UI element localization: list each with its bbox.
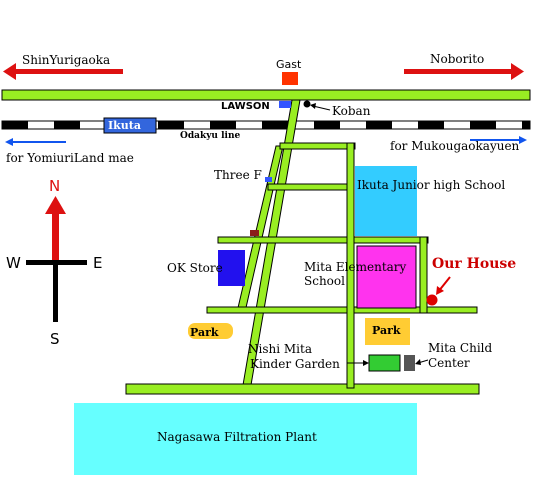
kinder-label-2: Kinder Garden — [250, 357, 340, 371]
elementary-building — [356, 245, 417, 309]
railway-label: Odakyu line — [180, 131, 241, 141]
road-h-4 — [206, 306, 478, 314]
park-west-label: Park — [190, 326, 219, 339]
filtration-label: Nagasawa Filtration Plant — [157, 430, 317, 444]
park-east — [365, 318, 410, 345]
child-center-label-1: Mita Child — [428, 341, 493, 355]
junior-high-label: Ikuta Junior high School — [357, 178, 506, 192]
lawson-building — [279, 101, 291, 108]
lawson-label: LAWSON — [221, 101, 270, 112]
filtration-plant-area — [74, 403, 417, 475]
koban-pointer-icon — [310, 103, 331, 111]
elementary-label-2: School — [304, 274, 345, 288]
west-line-label: for YomiuriLand mae — [6, 151, 134, 165]
our-house-label: Our House — [432, 256, 517, 272]
park-east-label: Park — [372, 324, 401, 337]
gast-label: Gast — [276, 58, 302, 71]
road-h-5 — [125, 383, 480, 395]
koban-label: Koban — [332, 104, 371, 118]
koban-marker — [303, 100, 311, 108]
road-v-2 — [419, 236, 428, 314]
east-arrow-icon — [404, 63, 524, 80]
compass-rose-icon — [26, 196, 87, 322]
station-label[interactable]: Ikuta — [108, 119, 141, 132]
three-f-building — [265, 177, 272, 182]
road-h-3 — [217, 236, 429, 244]
compass-west-label: W — [6, 254, 21, 272]
compass-south-label: S — [50, 330, 60, 348]
road-h-2 — [267, 183, 353, 191]
kinder-building — [368, 354, 401, 372]
east-line-arrow-icon — [470, 136, 527, 144]
kinder-label-1: Nishi Mita — [248, 342, 312, 356]
odakyu-railway — [1, 120, 531, 130]
park-west — [188, 323, 233, 339]
compass-east-label: E — [93, 254, 103, 272]
ok-store-label: OK Store — [167, 261, 223, 275]
junior-high-building — [355, 166, 417, 236]
west-line-arrow-icon — [5, 138, 66, 146]
road-h-1 — [279, 142, 356, 150]
child-center-label-2: Center — [428, 356, 470, 370]
east-line-label: for Mukougaokayuen — [390, 139, 520, 153]
road-v-1 — [346, 142, 355, 389]
ok-store-building — [218, 250, 245, 286]
ikuta-station — [103, 117, 157, 134]
kinder-pointer-icon — [347, 360, 369, 366]
small-building — [250, 230, 259, 236]
main-road — [1, 89, 531, 101]
east-city-label: Noborito — [430, 52, 485, 66]
three-f-label: Three F — [214, 168, 262, 182]
west-city-label: ShinYurigaoka — [22, 53, 111, 67]
child-center-pointer-icon — [415, 359, 429, 365]
our-house-marker[interactable] — [426, 294, 438, 306]
our-house-arrow-icon — [436, 276, 451, 295]
elementary-label-1: Mita Elementary — [304, 260, 407, 274]
compass-north-label: N — [49, 177, 61, 195]
west-arrow-icon — [3, 63, 123, 80]
child-center-building — [404, 355, 415, 371]
gast-building — [282, 72, 298, 85]
